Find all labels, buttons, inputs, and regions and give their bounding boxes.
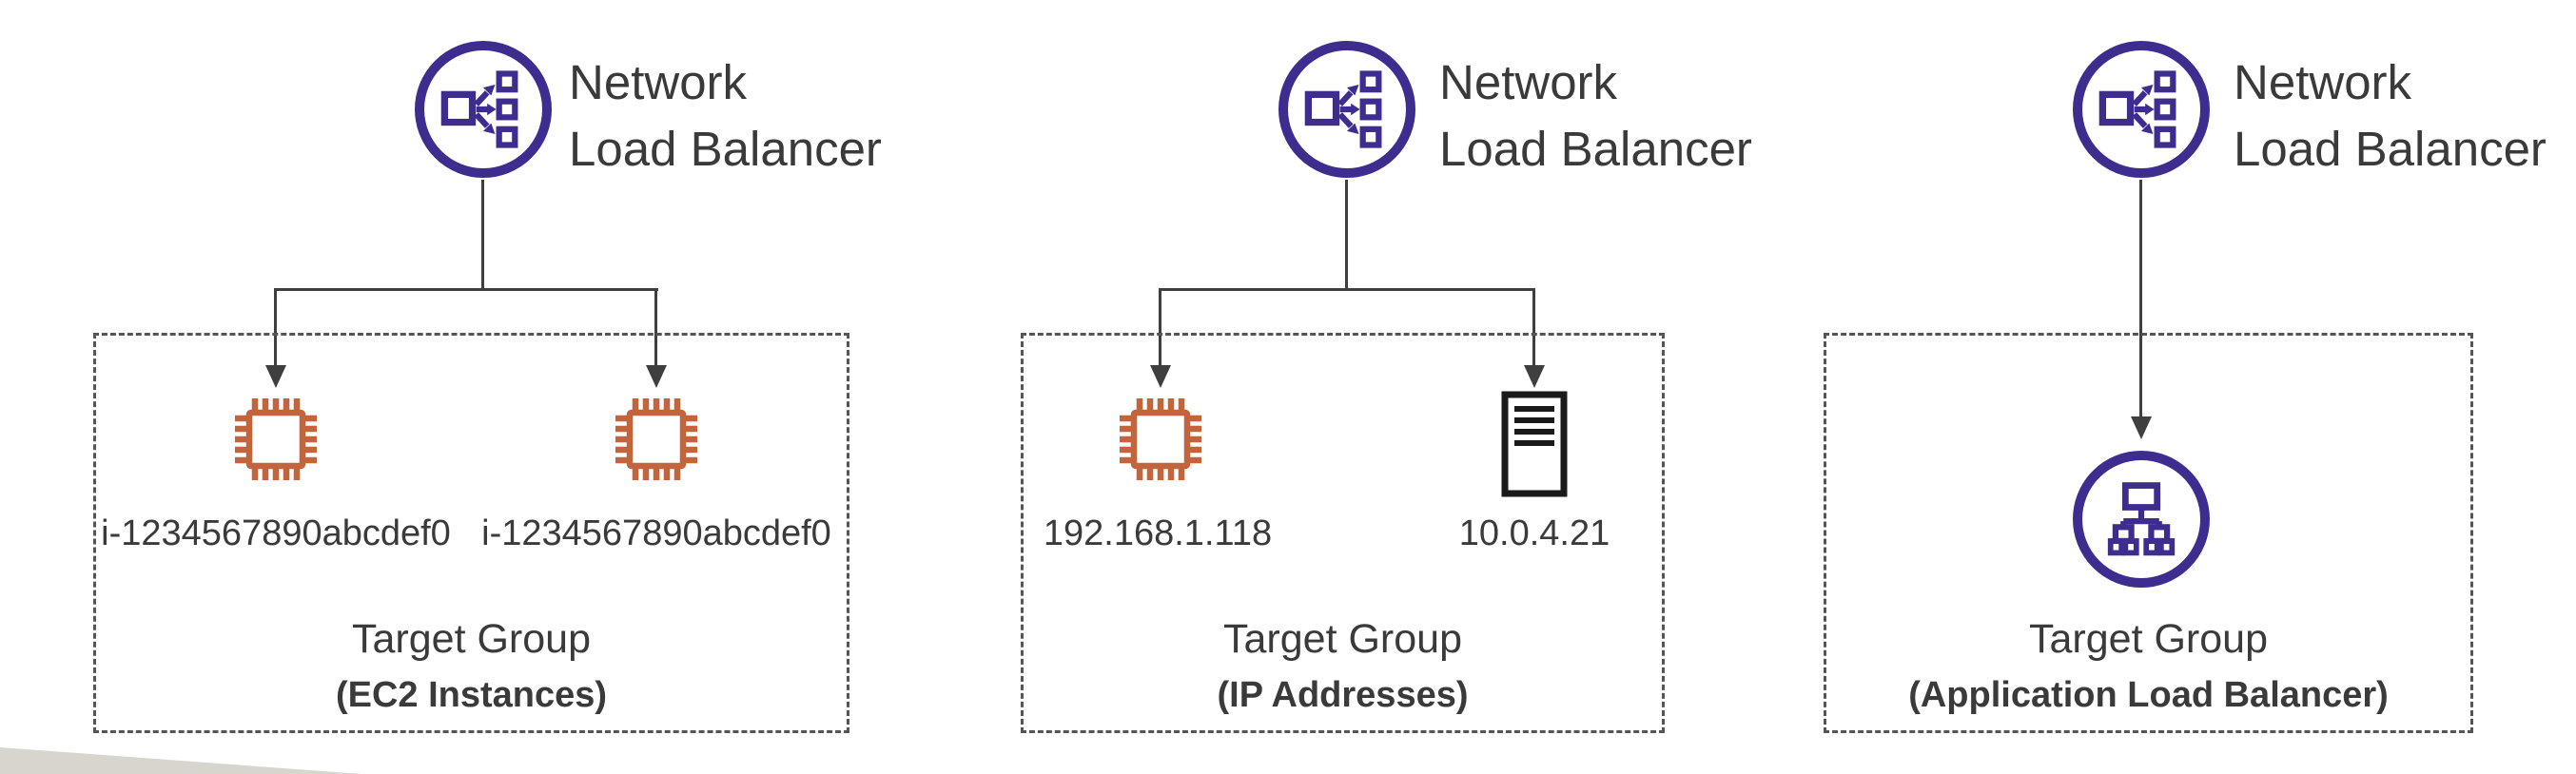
lb-title-line1: Network xyxy=(569,55,748,109)
connector-branch xyxy=(275,288,658,291)
target-group-title: Target Group xyxy=(1223,616,1462,662)
target-group-subtitle: (EC2 Instances) xyxy=(335,675,608,715)
network-load-balancer-icon xyxy=(1278,41,1415,178)
connector-stem xyxy=(2139,180,2142,417)
load-balancer-glyph-icon xyxy=(440,70,518,148)
ec2-instance-icon xyxy=(607,390,706,489)
load-balancer-title: Network Load Balancer xyxy=(1439,49,1752,183)
connector-drop-right xyxy=(1532,288,1535,366)
load-balancer-glyph-icon xyxy=(1304,70,1382,148)
connector-stem xyxy=(1345,180,1348,288)
instance-id-label: i-1234567890abcdef0 xyxy=(481,513,831,553)
load-balancer-title: Network Load Balancer xyxy=(2234,49,2547,183)
connector-drop-left xyxy=(1159,288,1161,366)
ip-address-label: 10.0.4.21 xyxy=(1458,513,1610,553)
ec2-instance-icon xyxy=(1111,390,1210,489)
target-group-box xyxy=(1021,333,1665,733)
network-load-balancer-icon xyxy=(2073,41,2210,178)
ec2-instance-icon xyxy=(226,390,325,489)
target-group-box xyxy=(1824,333,2473,733)
arrowhead-icon xyxy=(646,365,667,388)
application-load-balancer-icon xyxy=(2073,451,2210,588)
server-icon xyxy=(1501,391,1568,497)
connector-branch xyxy=(1160,288,1534,291)
connector-drop-right xyxy=(654,288,657,366)
slide-corner-wedge xyxy=(0,747,361,774)
lb-title-line2: Load Balancer xyxy=(569,122,882,176)
connector-drop-left xyxy=(274,288,277,366)
target-group-subtitle: (Application Load Balancer) xyxy=(1908,675,2389,715)
network-load-balancer-icon xyxy=(415,41,552,178)
arrowhead-icon xyxy=(265,365,286,388)
lb-title-line1: Network xyxy=(2234,55,2412,109)
arrowhead-icon xyxy=(2131,416,2152,439)
load-balancer-glyph-icon xyxy=(2098,70,2176,148)
connector-stem xyxy=(481,180,484,288)
arrowhead-icon xyxy=(1150,365,1171,388)
lb-title-line2: Load Balancer xyxy=(2234,122,2547,176)
ip-address-label: 192.168.1.118 xyxy=(1043,513,1273,553)
instance-id-label: i-1234567890abcdef0 xyxy=(101,513,451,553)
target-group-title: Target Group xyxy=(352,616,591,662)
load-balancer-title: Network Load Balancer xyxy=(569,49,882,183)
lb-title-line1: Network xyxy=(1439,55,1618,109)
target-group-box xyxy=(93,333,849,733)
alb-glyph-icon xyxy=(2107,482,2176,556)
lb-title-line2: Load Balancer xyxy=(1439,122,1752,176)
target-group-subtitle: (IP Addresses) xyxy=(1217,675,1469,715)
arrowhead-icon xyxy=(1524,365,1545,388)
target-group-title: Target Group xyxy=(2029,616,2268,662)
